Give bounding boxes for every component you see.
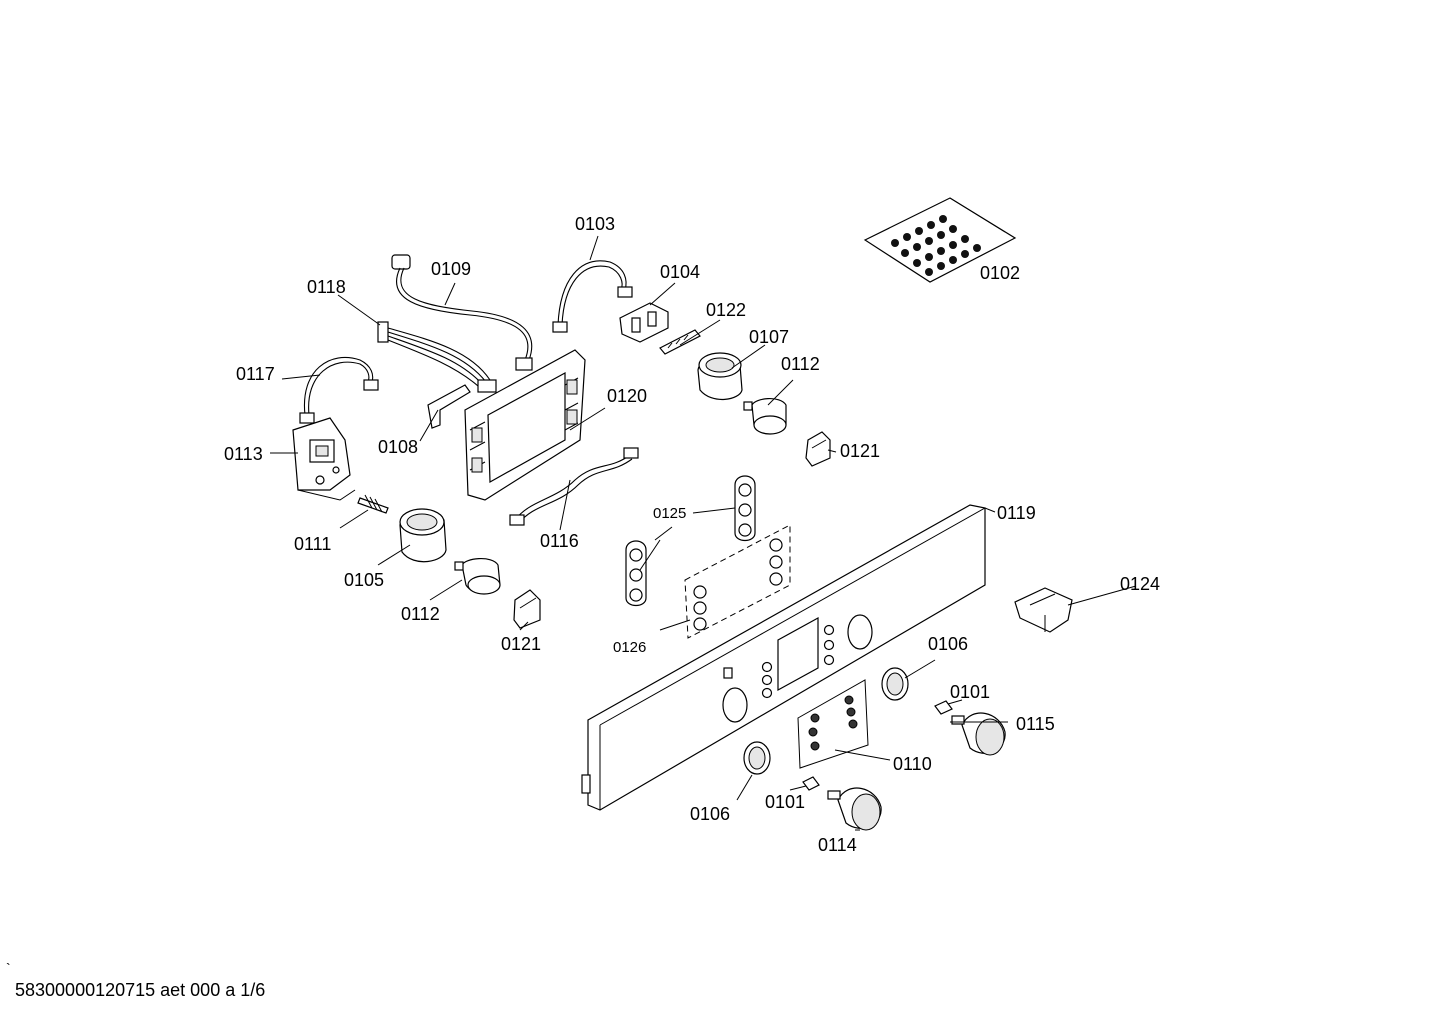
part-0114-knob <box>827 787 882 831</box>
label-0110: 0110 <box>893 754 932 774</box>
callout-labels: 0103 0104 0122 0107 0112 0102 0109 0118 … <box>224 214 1160 855</box>
label-0122: 0122 <box>706 300 746 320</box>
label-0101-upper: 0101 <box>950 682 990 702</box>
label-0120: 0120 <box>607 386 647 406</box>
label-0116: 0116 <box>540 531 579 551</box>
part-0126-lens-set <box>684 524 791 639</box>
label-0121-lower: 0121 <box>501 634 541 654</box>
part-0101-spring-lower <box>802 776 820 791</box>
label-0111: 0111 <box>294 534 331 554</box>
label-0113: 0113 <box>224 444 263 464</box>
part-0103-wire <box>552 260 633 333</box>
label-0106-lower: 0106 <box>690 804 730 824</box>
label-0112-lower: 0112 <box>401 604 440 624</box>
leader-lines <box>270 235 1137 831</box>
label-0121-upper: 0121 <box>840 441 880 461</box>
part-0109-wire-harness <box>391 254 533 371</box>
corner-mark: ` <box>6 960 11 976</box>
part-0106-ring-upper <box>881 667 909 701</box>
label-0112-upper: 0112 <box>781 354 820 374</box>
label-0117: 0117 <box>236 364 275 384</box>
part-0124-latch <box>1014 587 1073 633</box>
label-0106-upper: 0106 <box>928 634 968 654</box>
document-id: 58300000120715 aet 000 a 1/6 <box>15 980 266 1000</box>
part-0107-knob-housing <box>697 352 743 400</box>
part-0112-knob-core-lower <box>454 558 501 595</box>
label-0102: 0102 <box>980 263 1020 283</box>
part-0119-front-panel <box>581 504 986 811</box>
label-0108: 0108 <box>378 437 418 457</box>
label-0126: 0126 <box>613 639 646 656</box>
label-0107: 0107 <box>749 327 789 347</box>
part-0106-ring-lower <box>743 741 771 775</box>
label-0105: 0105 <box>344 570 384 590</box>
part-0118-ribbon-cable <box>377 321 497 393</box>
label-0101-lower: 0101 <box>765 792 805 812</box>
label-0103: 0103 <box>575 214 615 234</box>
label-0125: 0125 <box>653 505 686 522</box>
part-0116-wire <box>509 447 639 526</box>
part-0108-bracket <box>427 384 471 429</box>
label-0114: 0114 <box>818 835 857 855</box>
label-0124: 0124 <box>1120 574 1160 594</box>
label-0118: 0118 <box>307 277 346 297</box>
part-0121-clip-lower <box>513 589 541 629</box>
part-0110-screw-set <box>797 679 869 769</box>
label-0119: 0119 <box>997 503 1036 523</box>
part-0113-control-module <box>292 417 356 501</box>
part-0121-clip-upper <box>805 431 831 467</box>
part-0117-wire <box>299 356 379 424</box>
part-0125-light-guide-left <box>625 540 647 607</box>
part-0101-spring-upper <box>934 700 953 715</box>
label-0104: 0104 <box>660 262 700 282</box>
part-0122-clip-strip <box>659 329 701 355</box>
part-0104-switch <box>619 302 669 343</box>
label-0109: 0109 <box>431 259 471 279</box>
part-0102-screw-kit <box>863 197 1017 283</box>
part-0111-switch-shaft <box>357 494 389 514</box>
part-0112-knob-core-upper <box>743 398 787 435</box>
part-0125-light-guide-right <box>734 475 756 542</box>
part-0105-knob-housing <box>399 508 447 563</box>
label-0115: 0115 <box>1016 714 1055 734</box>
part-0115-knob <box>951 712 1006 756</box>
part-0120-mounting-frame <box>464 349 586 501</box>
